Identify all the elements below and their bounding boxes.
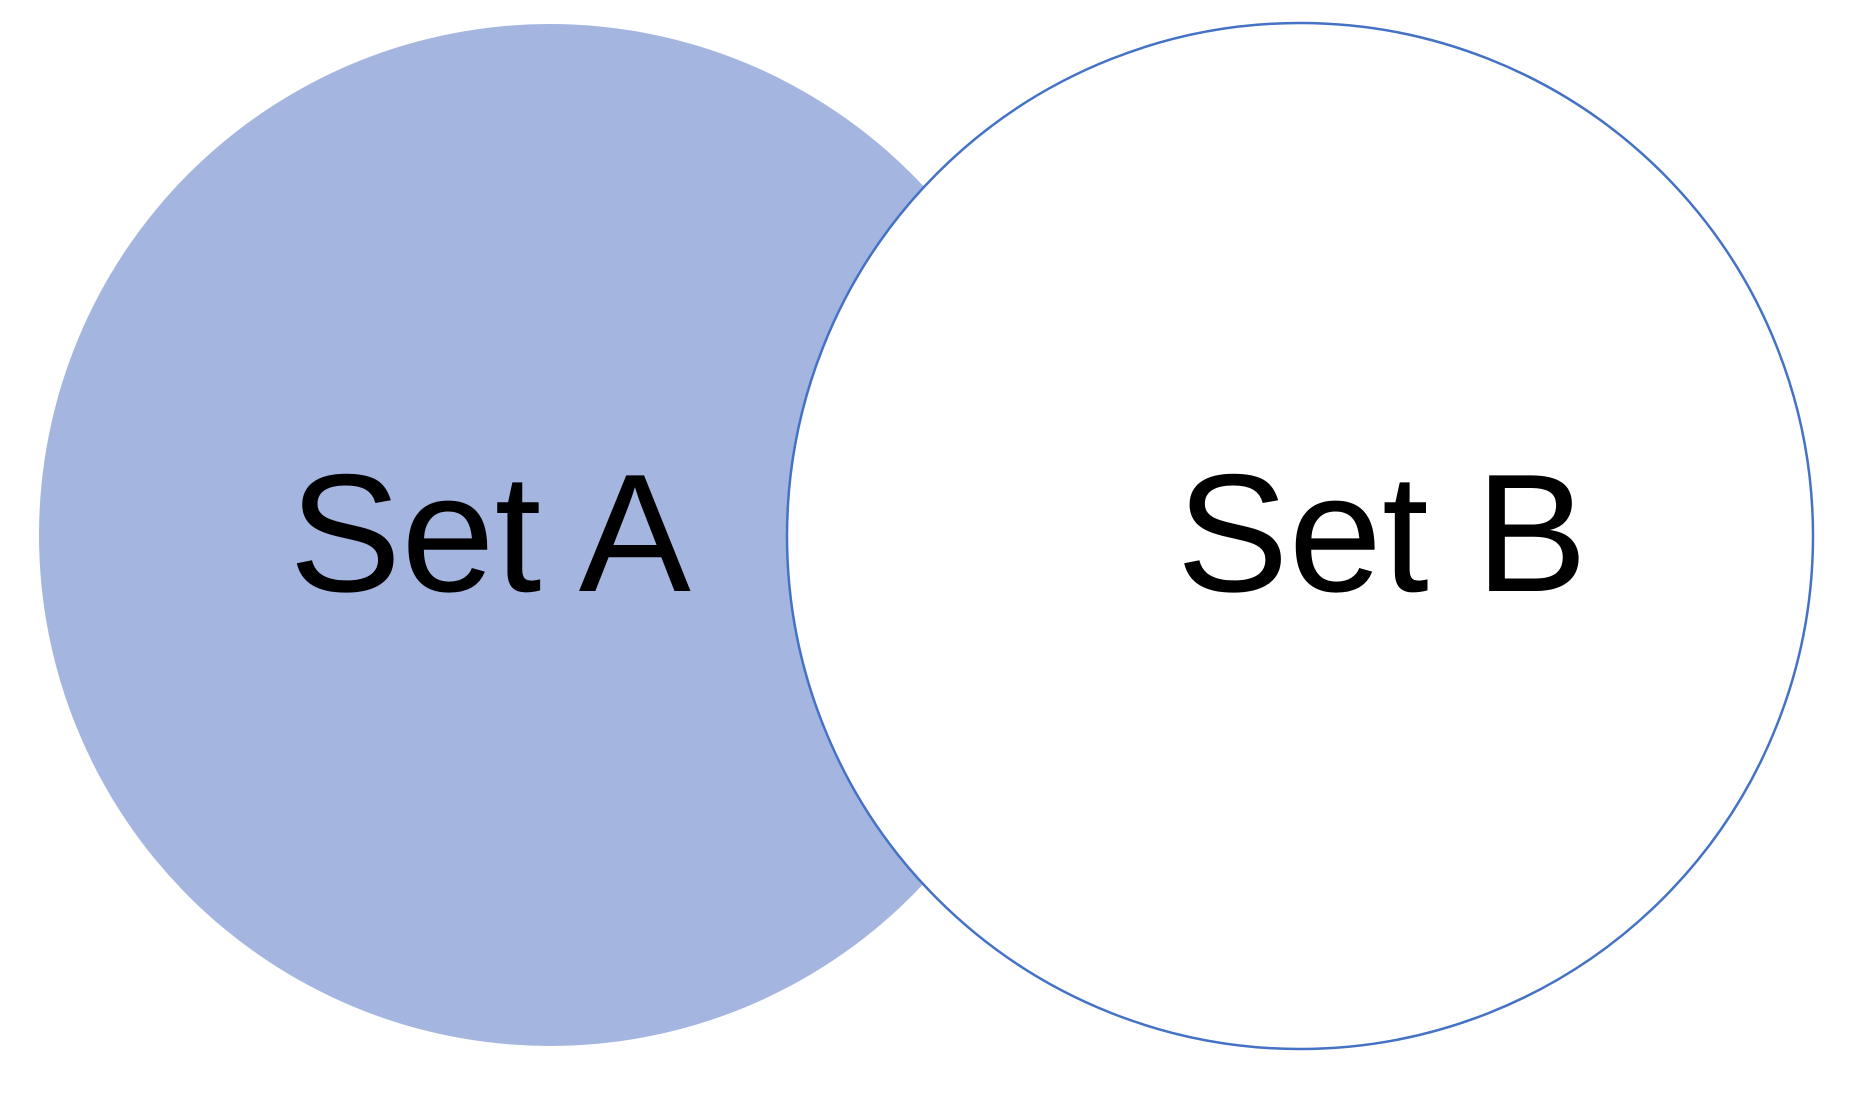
set-a-circle	[39, 24, 1061, 1046]
set-b-label: Set B	[1177, 439, 1588, 627]
set-a-label: Set A	[289, 439, 691, 627]
set-b-circle	[785, 21, 1815, 1051]
